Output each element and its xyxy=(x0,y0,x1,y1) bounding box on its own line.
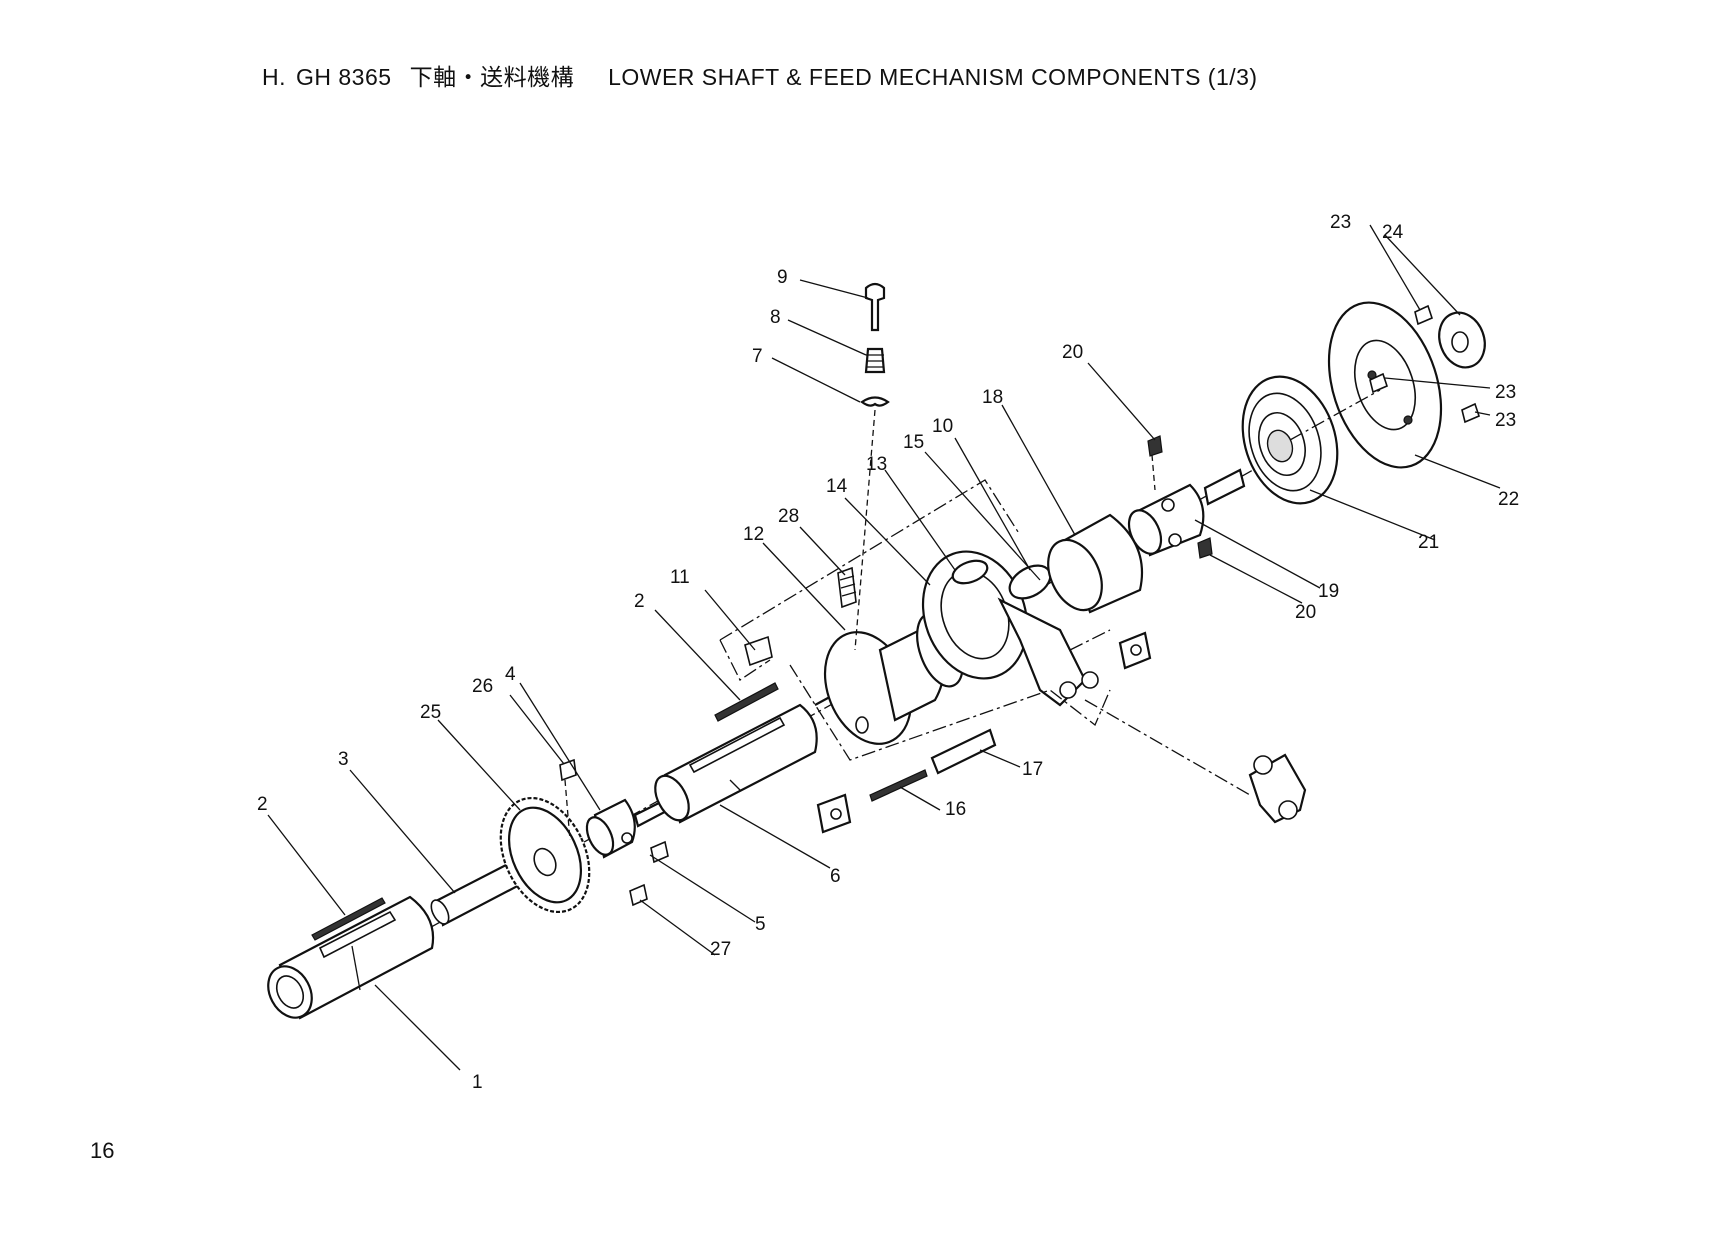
title-english: LOWER SHAFT & FEED MECHANISM COMPONENTS … xyxy=(608,64,1258,90)
callout-20-top: 20 xyxy=(1062,342,1083,363)
callout-28: 28 xyxy=(778,506,799,527)
callout-3: 3 xyxy=(338,749,349,770)
callout-7: 7 xyxy=(752,346,763,367)
part-19-coupling xyxy=(1127,468,1246,557)
page-header: H. GH 8365 下軸・送料機構 LOWER SHAFT & FEED MECHA… xyxy=(262,58,1292,92)
construction-lines xyxy=(564,389,1381,841)
callout-23-mid: 23 xyxy=(1495,382,1516,403)
callout-23-low: 23 xyxy=(1495,410,1516,431)
part-24-washer xyxy=(1438,311,1486,369)
part-23-screws xyxy=(1369,304,1480,424)
callout-19: 19 xyxy=(1318,581,1339,602)
callout-6: 6 xyxy=(830,866,841,887)
part-4-collar xyxy=(585,798,636,859)
part-20-set-screws xyxy=(1147,435,1213,559)
part-1-bushing xyxy=(267,895,435,1020)
callout-5: 5 xyxy=(755,914,766,935)
callout-21: 21 xyxy=(1418,532,1439,553)
callout-10: 10 xyxy=(932,416,953,437)
callout-27: 27 xyxy=(710,939,731,960)
part-11-spring xyxy=(744,635,773,667)
page-number: 16 xyxy=(90,1138,115,1163)
callout-23-top: 23 xyxy=(1330,212,1351,233)
part-28-spring xyxy=(837,566,857,609)
callout-17: 17 xyxy=(1022,759,1043,780)
callout-20-bottom: 20 xyxy=(1295,602,1316,623)
callout-18: 18 xyxy=(982,387,1003,408)
part-16-17-link-parts xyxy=(816,631,1307,834)
title-japanese: 下軸・送料機構 xyxy=(409,64,575,90)
callout-14: 14 xyxy=(826,476,848,497)
callout-22: 22 xyxy=(1498,489,1519,510)
model-number: GH 8365 xyxy=(296,64,392,90)
callout-2-left: 2 xyxy=(257,794,268,815)
part-25-gear xyxy=(499,796,591,914)
callout-1: 1 xyxy=(472,1072,483,1093)
callout-26: 26 xyxy=(472,676,493,697)
part-6-sleeve xyxy=(654,703,818,824)
callout-15: 15 xyxy=(903,432,924,453)
callout-labels: 9 8 7 20 18 10 15 13 14 28 12 11 2 4 26 … xyxy=(257,212,1519,1093)
callout-11: 11 xyxy=(670,567,690,588)
leader-lines xyxy=(267,224,1501,1071)
part-14-feed-rod-ring xyxy=(921,550,1099,707)
callout-8: 8 xyxy=(770,307,781,328)
callout-25: 25 xyxy=(420,702,441,723)
callout-16: 16 xyxy=(945,799,966,820)
part-18-bushing xyxy=(1047,513,1144,614)
part-2-spring-pin-middle xyxy=(714,682,779,722)
part-nuts xyxy=(559,758,669,907)
callout-4: 4 xyxy=(505,664,516,685)
part-2-spring-pin-left xyxy=(311,897,386,941)
callout-2-middle: 2 xyxy=(634,591,645,612)
callout-24: 24 xyxy=(1382,222,1404,243)
callout-13: 13 xyxy=(866,454,887,475)
part-9-8-7-stack xyxy=(854,282,890,651)
callout-12: 12 xyxy=(743,524,764,545)
section-letter: H. xyxy=(262,64,286,90)
callout-9: 9 xyxy=(777,267,788,288)
